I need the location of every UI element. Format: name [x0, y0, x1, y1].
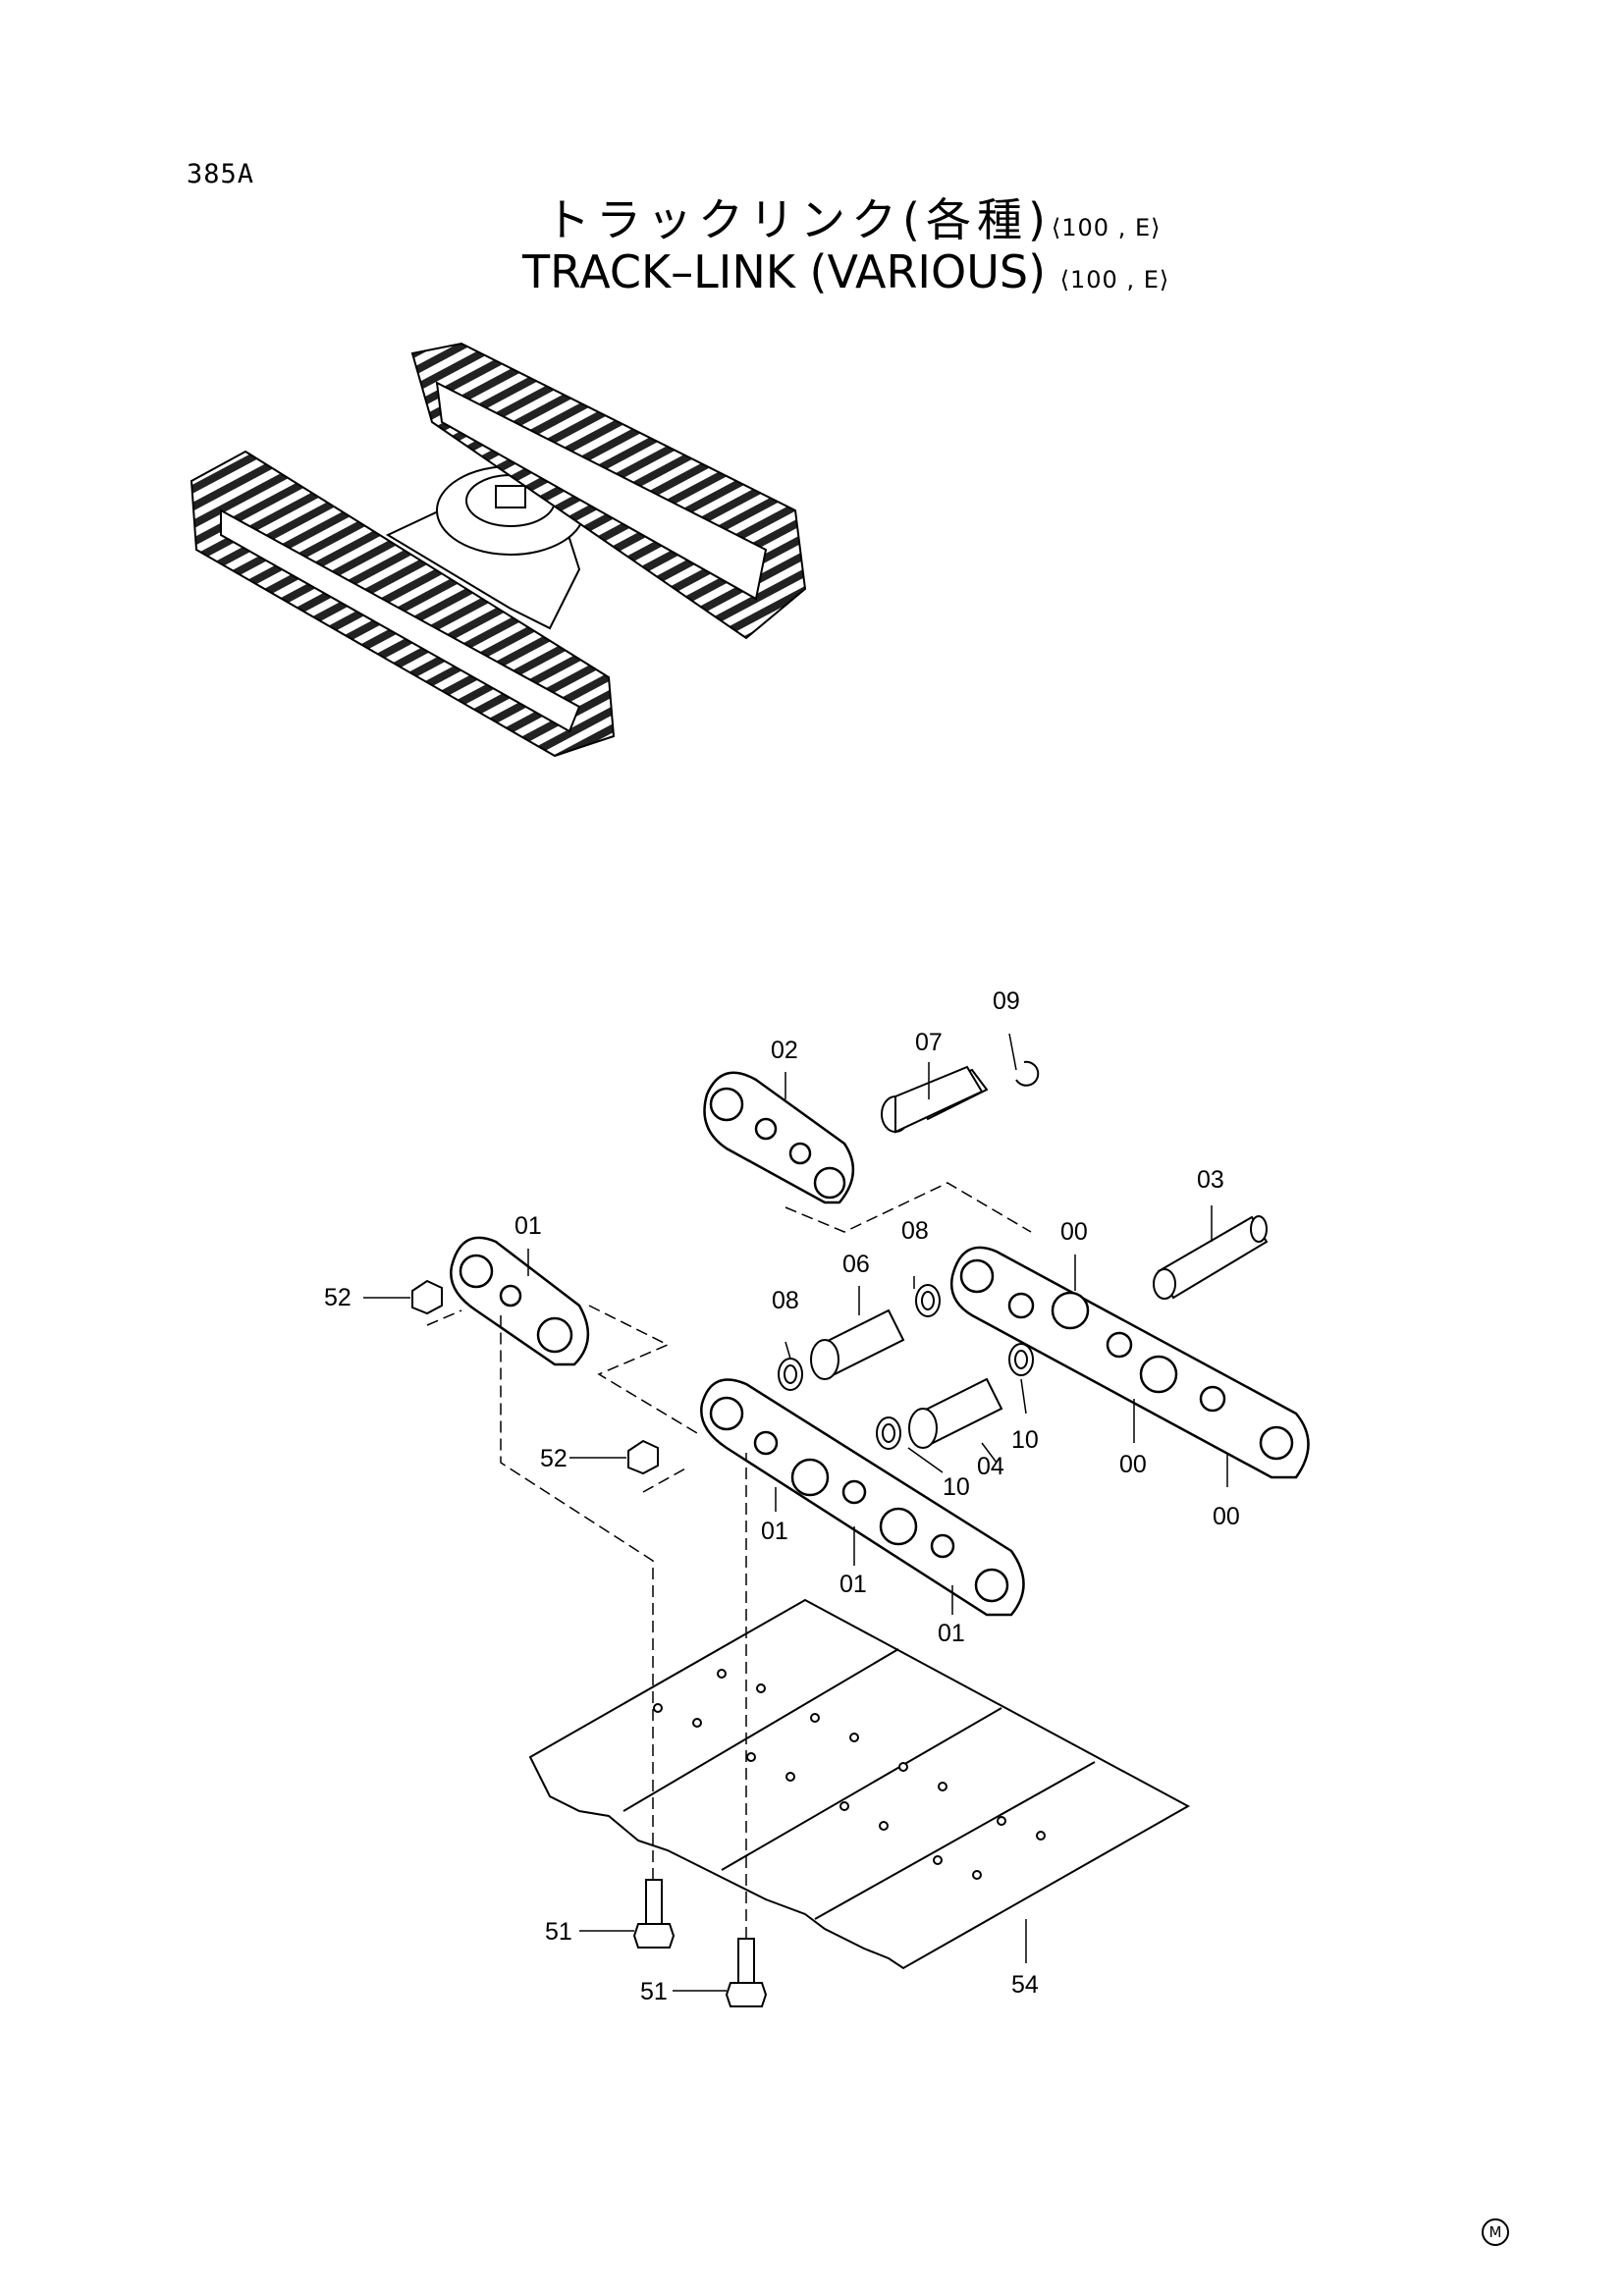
variant-code-jp: ⟨100 , E⟩ — [1051, 214, 1162, 241]
m-mark-symbol: M — [1482, 2218, 1509, 2246]
callout-04: 04 — [977, 1453, 1004, 1480]
callout-09: 09 — [993, 988, 1020, 1015]
title-english: TRACK–LINK (VARIOUS) ⟨100 , E⟩ — [522, 245, 1169, 298]
callout-00: 00 — [1060, 1218, 1088, 1246]
callout-08: 08 — [901, 1217, 929, 1245]
link-chain-00 — [949, 1246, 1310, 1479]
callout-06: 06 — [842, 1251, 870, 1278]
bushing-06 — [810, 1308, 905, 1380]
variant-code-en: ⟨100 , E⟩ — [1059, 266, 1170, 294]
callout-07: 07 — [915, 1029, 943, 1056]
callout-01: 01 — [839, 1571, 867, 1598]
link-02 — [703, 1071, 855, 1204]
callout-52: 52 — [324, 1284, 352, 1311]
callout-01: 01 — [938, 1620, 965, 1647]
seals — [778, 1284, 1034, 1450]
link-01-left — [450, 1236, 590, 1366]
callout-08: 08 — [772, 1287, 799, 1314]
link-chain-01 — [700, 1378, 1025, 1617]
snap-ring-09 — [1015, 1060, 1040, 1087]
title-en-text: TRACK–LINK (VARIOUS) — [522, 245, 1047, 298]
callout-52: 52 — [540, 1445, 568, 1472]
callout-10: 10 — [943, 1473, 970, 1501]
callout-00: 00 — [1119, 1451, 1147, 1478]
pin-07 — [881, 1065, 989, 1134]
undercarriage-illustration — [189, 342, 807, 758]
callout-01: 01 — [514, 1212, 542, 1240]
pin-03 — [1153, 1215, 1269, 1300]
callout-02: 02 — [771, 1037, 798, 1064]
callout-01: 01 — [761, 1518, 788, 1545]
nut-52 — [411, 1279, 659, 1475]
callout-51: 51 — [545, 1918, 572, 1946]
page-number: 385A — [187, 159, 255, 189]
callout-10: 10 — [1011, 1426, 1039, 1454]
track-shoe-54 — [528, 1598, 1191, 1970]
bushing-04 — [908, 1377, 1003, 1449]
leader-lines — [363, 1033, 1228, 1992]
title-japanese: トラックリンク(各種)⟨100 , E⟩ — [545, 185, 1162, 249]
callout-labels: 09 02 07 03 01 00 08 06 52 08 10 04 00 5… — [324, 988, 1240, 2005]
assembly-guide-lines — [426, 1182, 1032, 1939]
callout-03: 03 — [1197, 1166, 1224, 1194]
title-jp-text: トラックリンク(各種) — [545, 193, 1052, 246]
callout-51: 51 — [640, 1978, 668, 2005]
callout-54: 54 — [1011, 1971, 1039, 1999]
callout-00: 00 — [1213, 1503, 1240, 1530]
